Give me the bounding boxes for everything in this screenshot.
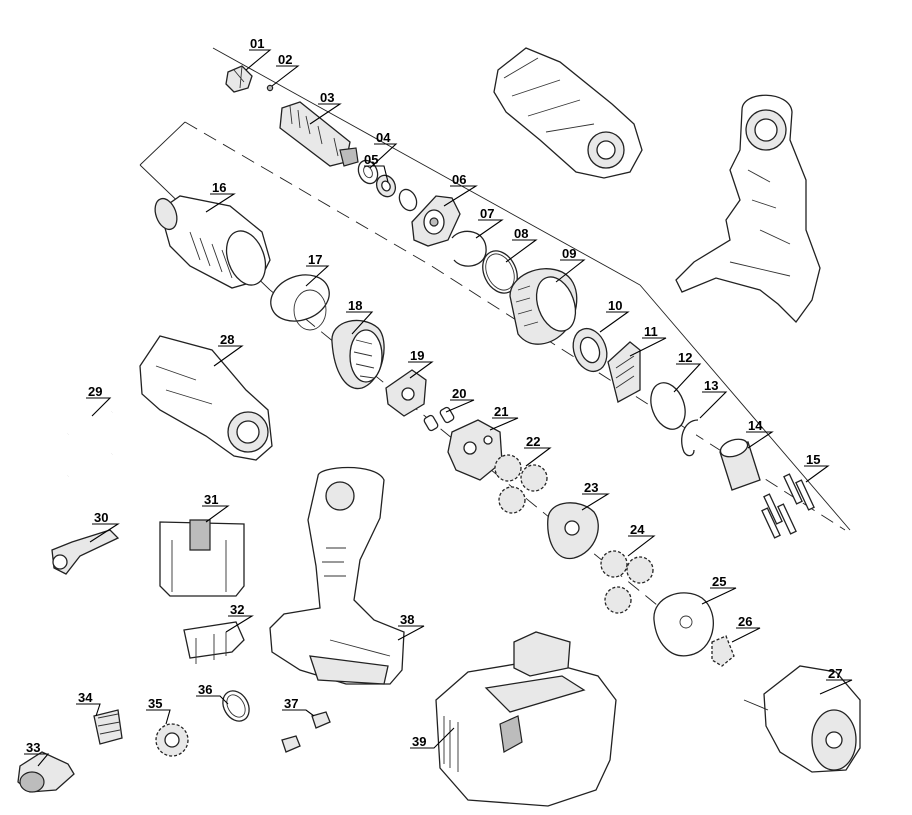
part-07-spring-clip: [451, 230, 487, 267]
label-09: 09: [562, 246, 576, 261]
part-labels: 01 02 03 04 05 06 07 08 09 10 11 12 13 1…: [26, 36, 842, 755]
part-33-chuck-knob: [17, 751, 75, 793]
label-13: 13: [704, 378, 718, 393]
part-11-spring-plate: [607, 341, 641, 403]
part-30-switch-lever: [51, 529, 120, 575]
label-02: 02: [278, 52, 292, 67]
label-29: 29: [88, 384, 102, 399]
label-30: 30: [94, 510, 108, 525]
label-27: 27: [828, 666, 842, 681]
label-22: 22: [526, 434, 540, 449]
part-02-ball: [266, 84, 274, 92]
label-10: 10: [608, 298, 622, 313]
label-35: 35: [148, 696, 162, 711]
part-31-switch: [159, 519, 245, 597]
part-18-ring-gear: [331, 319, 385, 390]
part-10-ring: [572, 327, 608, 373]
part-19-block: [385, 369, 427, 417]
label-01: 01: [250, 36, 264, 51]
label-18: 18: [348, 298, 362, 313]
part-ring-small: [398, 188, 418, 212]
part-17-ring: [270, 274, 330, 331]
label-24: 24: [630, 522, 645, 537]
part-23-carrier-plate: [547, 502, 599, 559]
label-15: 15: [806, 452, 820, 467]
label-33: 33: [26, 740, 40, 755]
label-17: 17: [308, 252, 322, 267]
label-28: 28: [220, 332, 234, 347]
label-20: 20: [452, 386, 466, 401]
part-26-pinion: [711, 635, 735, 667]
part-03-spindle: [279, 101, 359, 167]
part-34-spring: [93, 709, 123, 745]
part-08-ring: [482, 250, 518, 294]
part-38-handle-housing: [269, 466, 405, 685]
housing-shell-upper: [493, 47, 643, 179]
part-14-sleeve: [719, 438, 761, 491]
label-leaders: [24, 49, 853, 767]
housing-shell-side: [675, 94, 821, 323]
part-37-clips: [281, 711, 331, 753]
part-15-pins: [761, 473, 815, 539]
part-24-planet-gears: [600, 550, 654, 614]
part-29-rods: [67, 410, 113, 478]
label-38: 38: [400, 612, 414, 627]
part-20-pins: [423, 406, 455, 432]
part-01-collar: [225, 65, 253, 93]
label-16: 16: [212, 180, 226, 195]
part-21-carrier: [447, 419, 503, 481]
label-25: 25: [712, 574, 726, 589]
part-32-terminal: [183, 621, 245, 664]
label-23: 23: [584, 480, 598, 495]
label-08: 08: [514, 226, 528, 241]
part-36-ring: [222, 690, 250, 722]
label-05: 05: [364, 152, 378, 167]
part-12-ring: [650, 382, 686, 430]
label-03: 03: [320, 90, 334, 105]
label-14: 14: [748, 418, 763, 433]
part-35-gear: [155, 723, 189, 757]
label-04: 04: [376, 130, 391, 145]
part-16-chuck-housing: [154, 195, 271, 289]
part-13-c-clip: [681, 419, 699, 457]
label-06: 06: [452, 172, 466, 187]
part-27-motor: [743, 665, 861, 773]
part-06-housing-plate: [411, 195, 461, 247]
label-19: 19: [410, 348, 424, 363]
label-21: 21: [494, 404, 508, 419]
label-36: 36: [198, 682, 212, 697]
part-22-planet-gears: [494, 454, 548, 514]
label-39: 39: [412, 734, 426, 749]
label-07: 07: [480, 206, 494, 221]
label-31: 31: [204, 492, 218, 507]
part-05-clutch-washer: [375, 174, 397, 198]
label-11: 11: [644, 324, 658, 339]
label-12: 12: [678, 350, 692, 365]
label-32: 32: [230, 602, 244, 617]
part-39-battery: [435, 631, 617, 807]
part-28-housing-half: [139, 335, 273, 461]
part-09-collar-ring: [509, 268, 578, 345]
label-34: 34: [78, 690, 93, 705]
part-25-plate: [653, 592, 714, 657]
label-26: 26: [738, 614, 752, 629]
label-37: 37: [284, 696, 298, 711]
